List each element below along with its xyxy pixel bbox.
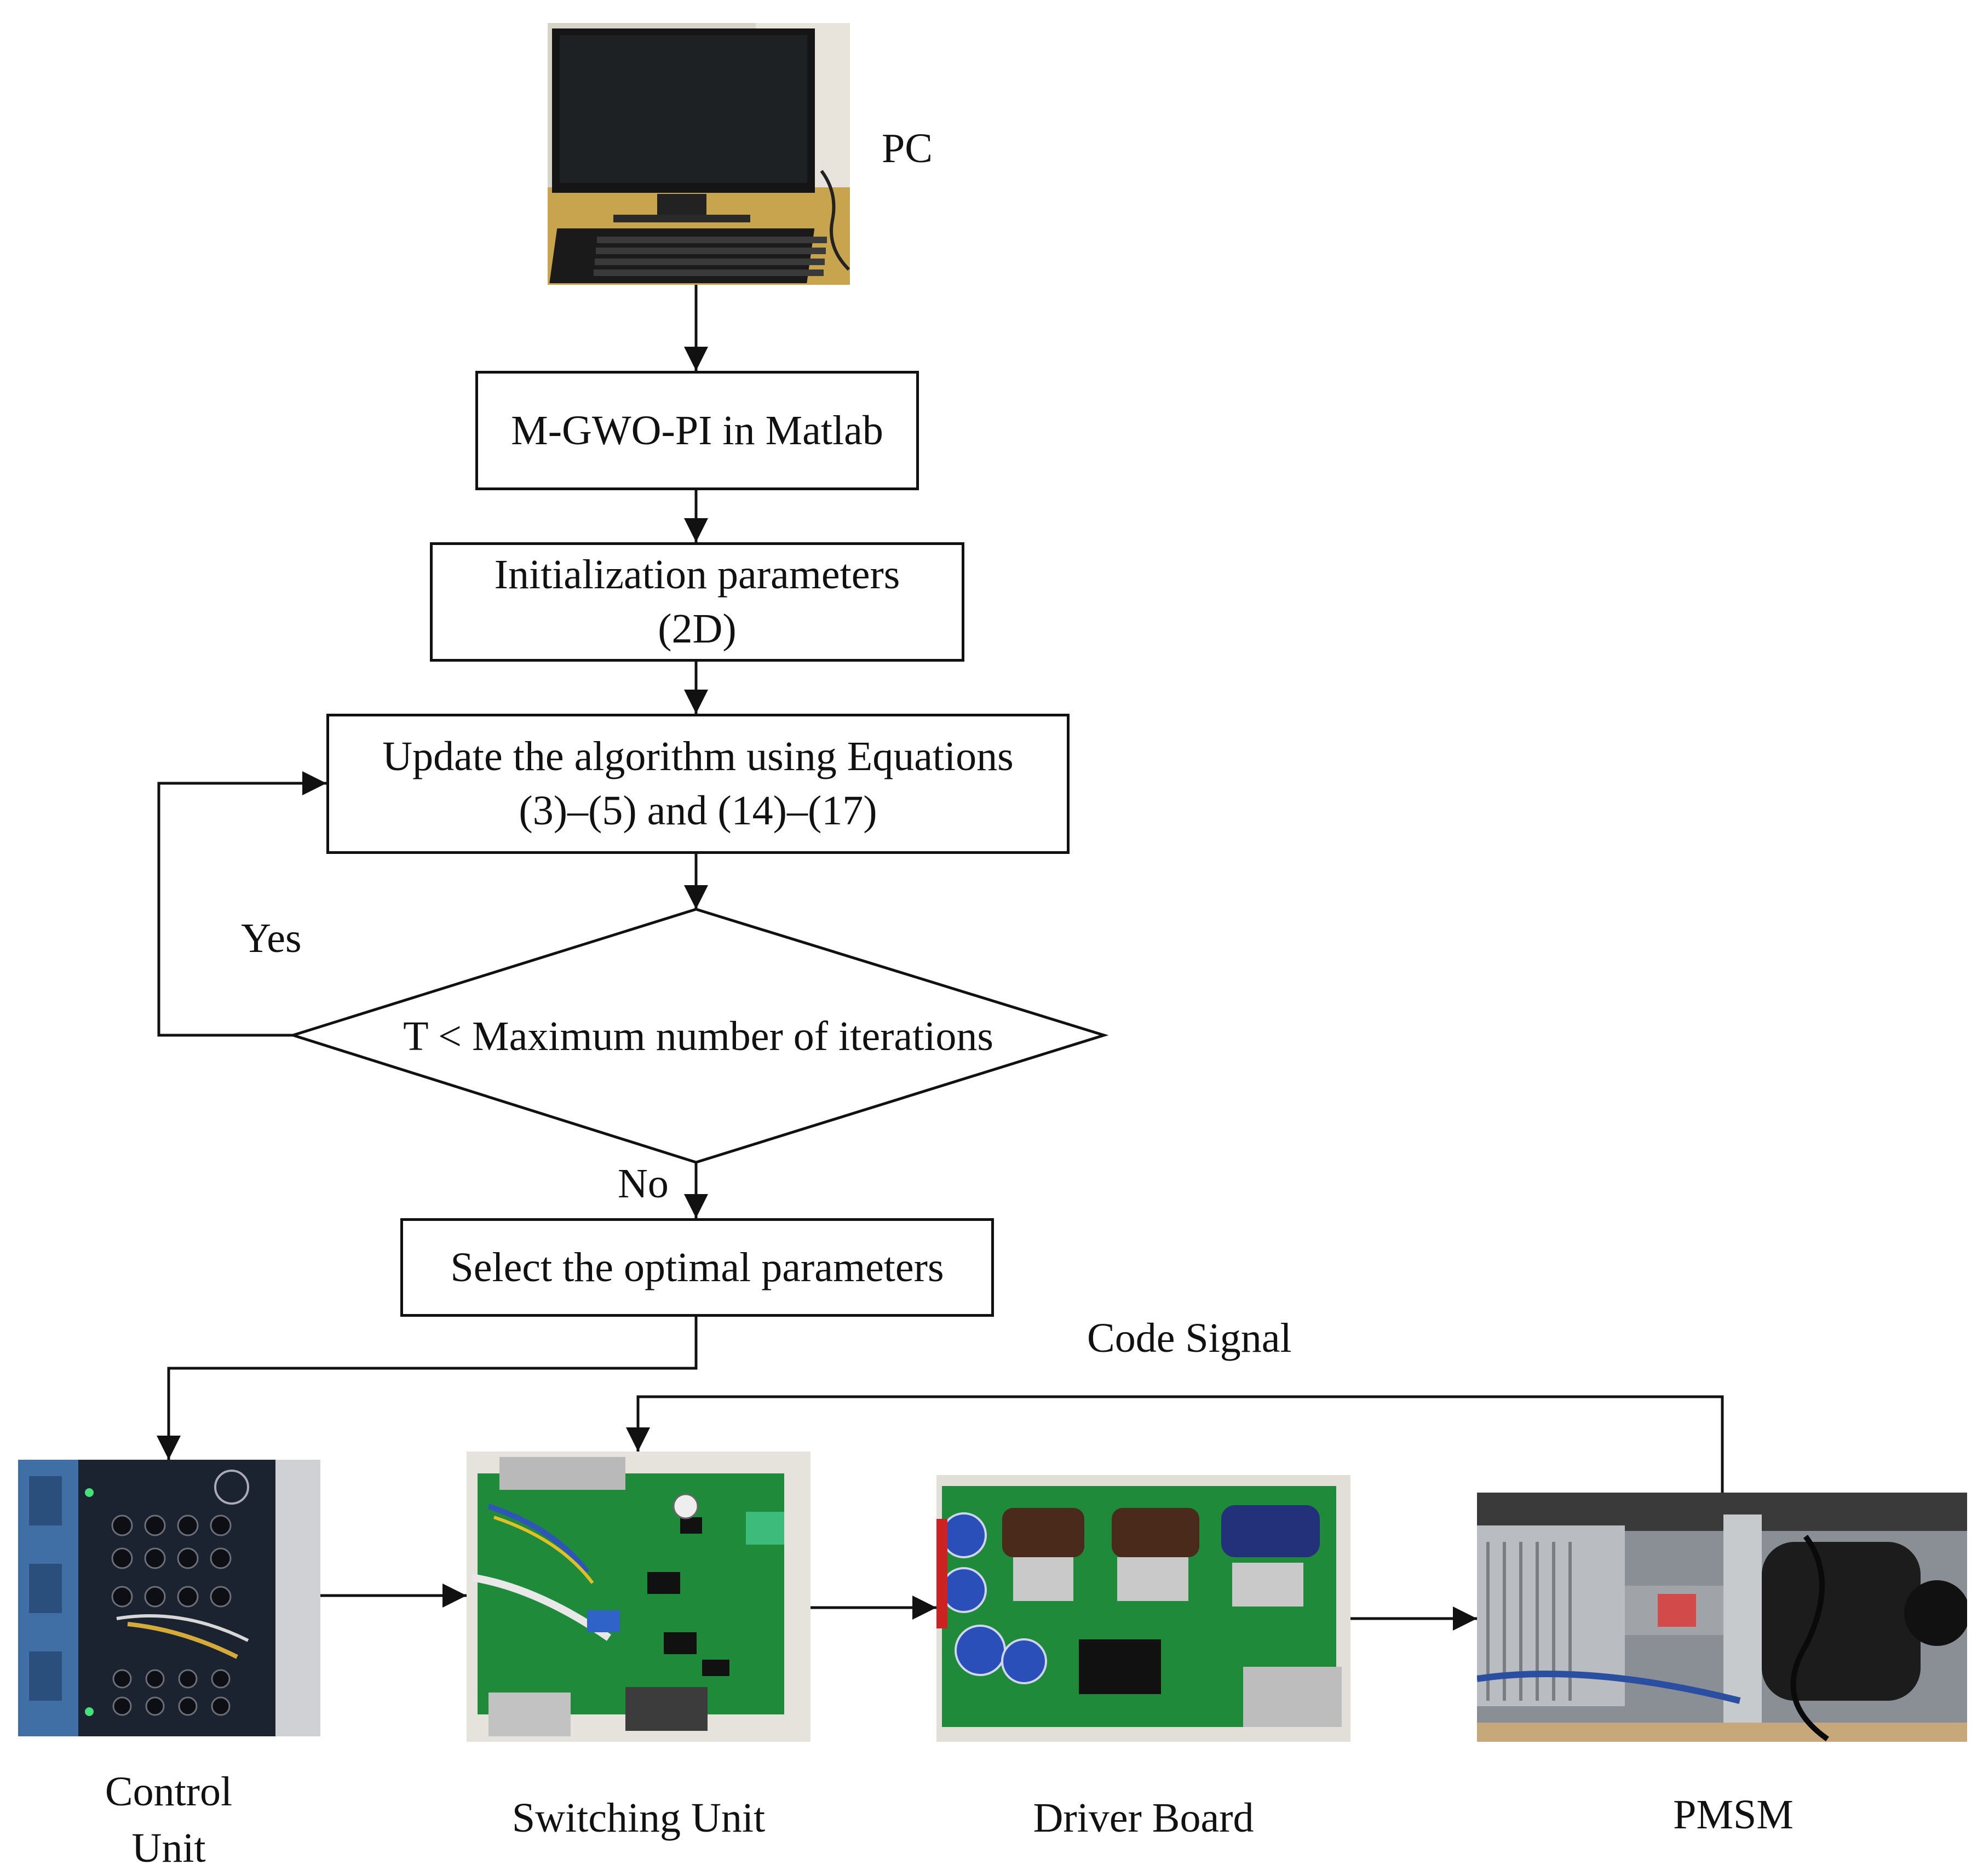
decision-text: T < Maximum number of iterations — [403, 1013, 993, 1059]
control-unit-caption-line2: Unit — [131, 1825, 206, 1871]
code-signal-label: Code Signal — [1087, 1315, 1292, 1361]
arrow-select-to-control — [157, 1317, 698, 1460]
matlab-box-text: M-GWO-PI in Matlab — [511, 407, 883, 454]
driver-board-photo — [936, 1475, 1350, 1742]
update-algorithm-box: Update the algorithm using Equations (3)… — [326, 714, 1070, 854]
control-unit-caption: Control Unit — [59, 1764, 278, 1876]
arrow-yes-loop — [157, 771, 326, 1037]
select-parameters-box-text: Select the optimal parameters — [450, 1244, 944, 1290]
driver-board-caption: Driver Board — [1033, 1795, 1254, 1841]
matlab-box: M-GWO-PI in Matlab — [475, 371, 919, 490]
yes-label: Yes — [241, 915, 302, 961]
control-unit-caption-line1: Control — [105, 1769, 233, 1815]
initialization-box-line1: Initialization parameters — [494, 552, 900, 598]
pmsm-caption: PMSM — [1673, 1792, 1794, 1838]
update-algorithm-box-line2: (3)–(5) and (14)–(17) — [519, 788, 877, 834]
pc-label: PC — [882, 125, 933, 171]
switching-unit-photo — [467, 1452, 811, 1742]
arrow-code-signal-feedback — [626, 1395, 1724, 1493]
pc-photo — [548, 23, 850, 285]
switching-unit-caption: Switching Unit — [511, 1795, 766, 1841]
pmsm-photo — [1477, 1493, 1967, 1742]
initialization-box-line2: (2D) — [658, 606, 737, 652]
no-label: No — [618, 1161, 669, 1207]
select-parameters-box: Select the optimal parameters — [400, 1218, 994, 1317]
update-algorithm-box-line1: Update the algorithm using Equations — [382, 733, 1014, 780]
control-unit-photo — [18, 1460, 320, 1736]
initialization-box: Initialization parameters (2D) — [430, 542, 964, 662]
